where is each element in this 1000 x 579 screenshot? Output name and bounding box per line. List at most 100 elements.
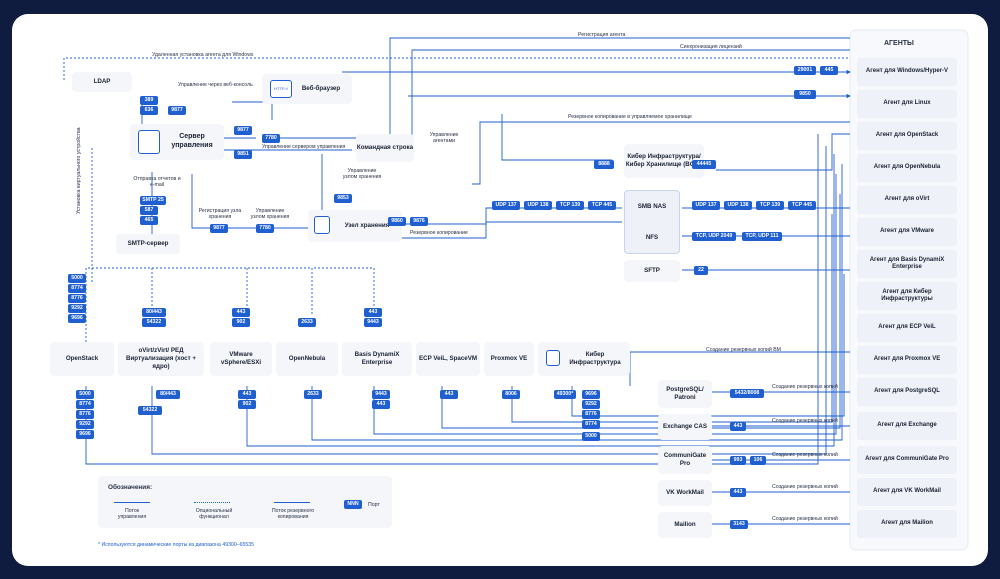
legend-title: Обозначения:	[108, 484, 153, 491]
port: 5000	[68, 274, 86, 283]
agent-reg-label: Регистрация агента	[578, 32, 626, 38]
storage-reg-label: Регистрация узла хранения	[198, 208, 242, 221]
create-backup-label-1: Создание резервных копий	[772, 384, 838, 390]
agents-mgmt-label: Управление агентами	[429, 132, 459, 145]
storage-mgmt2-label: Управление узлом хранения	[250, 208, 290, 221]
port: 9696	[582, 390, 600, 399]
agents-title: АГЕНТЫ	[884, 40, 914, 47]
create-backup-label-4: Создание резервных копий	[772, 484, 838, 490]
agent-mailion: Агент для Mailion	[857, 510, 957, 538]
port: 2633	[304, 390, 322, 399]
port: 9850	[794, 90, 816, 99]
ovirt-node: oVirt/zVirt/ РЕД Виртуализация (хост + я…	[118, 342, 204, 376]
legend-backup-line	[274, 502, 310, 503]
vk-node: VK WorkMail	[658, 480, 712, 506]
port: 9877	[210, 224, 228, 233]
legend-port: Порт	[368, 502, 380, 508]
agent-windows: Агент для Windows/Hyper-V	[857, 58, 957, 86]
port: 9696	[76, 430, 94, 439]
legend-backup: Поток резервного копирования	[271, 508, 315, 521]
server-icon	[138, 130, 160, 154]
postgres-node: PostgreSQL/ Patroni	[658, 380, 712, 408]
port: 9860	[388, 217, 406, 226]
sftp-node: SFTP	[624, 260, 680, 282]
agent-communigate: Агент для CommuniGate Pro	[857, 446, 957, 474]
port: TCP 445	[588, 201, 616, 210]
port: 389	[140, 96, 158, 105]
port: 9877	[168, 106, 186, 115]
port: 5432/8008	[730, 389, 764, 398]
ldap-node: LDAP	[72, 72, 132, 92]
smb-nfs-group: SMB NAS NFS	[624, 190, 680, 254]
port: UDP 138	[724, 201, 752, 210]
license-sync-label: Синхронизация лицензий	[680, 44, 742, 50]
storage-mgmt-label: Управление узлом хранения	[342, 168, 382, 181]
agent-postgres: Агент для PostgreSQL	[857, 378, 957, 406]
create-backup-label-2: Создание резервных копий	[772, 418, 838, 424]
port: 9443	[372, 390, 390, 399]
port: TCP 139	[556, 201, 584, 210]
port: 465	[140, 216, 158, 225]
mailion-node: Mailion	[658, 512, 712, 538]
browser-icon: HTTP://	[270, 80, 292, 98]
legend-control: Поток управления	[117, 508, 147, 521]
port: 49300*	[554, 390, 576, 399]
port: 54322	[138, 406, 162, 415]
port: 636	[140, 106, 158, 115]
agent-basis: Агент для Basis DynamiX Enterprise	[857, 250, 957, 278]
port: 443	[372, 400, 390, 409]
port: 993	[730, 456, 746, 465]
port: 22	[694, 266, 708, 275]
proxmox-node: Proxmox VE	[484, 342, 534, 376]
port: UDP 137	[492, 201, 520, 210]
ecp-node: ECP VeiL, SpaceVM	[416, 342, 480, 376]
legend-port-box: NNN	[344, 500, 362, 509]
port: 7780	[262, 134, 280, 143]
agent-exchange: Агент для Exchange	[857, 412, 957, 440]
port: UDP 138	[524, 201, 552, 210]
managed-backup-label: Резервное копирование в управляемое хран…	[568, 114, 692, 120]
port: 8774	[76, 400, 94, 409]
basis-node: Basis DynamiX Enterprise	[342, 342, 412, 376]
port: UDP 137	[692, 201, 720, 210]
port: 8774	[68, 284, 86, 293]
port: 9292	[76, 420, 94, 429]
port: TCP, UDP 2049	[692, 232, 736, 241]
create-backup-label-5: Создание резервных копий	[772, 516, 838, 522]
backup-label: Резервное копирование	[410, 230, 468, 236]
port: 587	[140, 206, 158, 215]
port: 443	[232, 308, 250, 317]
port: 8776	[76, 410, 94, 419]
port: 9292	[68, 304, 86, 313]
footnote: * Используются динамические порты из диа…	[98, 542, 255, 548]
cli-node: Командная строка	[356, 134, 414, 162]
port: 9443	[364, 318, 382, 327]
port: 902	[232, 318, 250, 327]
port: 443	[730, 422, 746, 431]
port: 29001	[794, 66, 816, 75]
create-backup-label-3: Создание резервных копий	[772, 452, 838, 458]
bcw-node: Кибер Инфраструктура/ Кибер Хранилище (B…	[624, 144, 704, 178]
cyber-infra-icon	[546, 350, 560, 366]
port: 8006	[502, 390, 520, 399]
remote-install-label: Удаленная установка агента для Windows	[152, 52, 254, 58]
diagram-card: Удаленная установка агента для Windows Р…	[12, 14, 988, 566]
smb-label: SMB NAS	[637, 202, 667, 210]
vmware-node: VMware vSphere/ESXi	[210, 342, 272, 376]
port: SMTP 25	[140, 196, 166, 205]
agent-ovirt: Агент для oVirt	[857, 186, 957, 214]
port: 8776	[582, 410, 600, 419]
port: 443	[364, 308, 382, 317]
legend-control-line	[114, 502, 150, 503]
agent-vmware: Агент для VMware	[857, 218, 957, 246]
vm-backup-label: Создание резервных копий ВМ	[706, 347, 782, 353]
nfs-label: NFS	[645, 233, 659, 241]
vm-install-label: Установка виртуального устройства	[76, 127, 82, 214]
port: 9696	[68, 314, 86, 323]
port: 9876	[410, 217, 428, 226]
port: 80/443	[142, 308, 166, 317]
port: 443	[730, 488, 746, 497]
port: 443	[440, 390, 458, 399]
agent-opennebula: Агент для OpenNebula	[857, 154, 957, 182]
port: 5000	[582, 432, 600, 441]
